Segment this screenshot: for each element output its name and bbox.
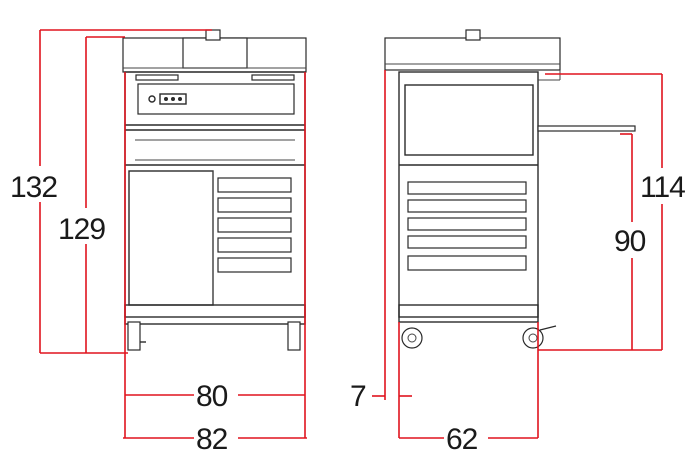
dimension-lines (39, 29, 663, 439)
front-drawer (217, 217, 292, 233)
label-mask (348, 378, 370, 412)
front-control-panel (137, 83, 295, 115)
side-brake-pedal (539, 325, 557, 331)
front-right-handle (251, 74, 295, 81)
label-mask (194, 421, 238, 455)
dim-label-62: 62 (446, 423, 478, 456)
side-drawer (407, 255, 527, 271)
side-top-knob (465, 29, 481, 41)
front-wheel-right (287, 321, 301, 351)
front-wheel-left (127, 321, 141, 351)
side-drawer (407, 199, 527, 213)
front-drawer (217, 237, 292, 253)
front-drawer-stack (217, 177, 292, 273)
side-view (384, 29, 636, 349)
side-body (398, 71, 539, 323)
side-base (398, 304, 539, 318)
side-panel (404, 84, 534, 156)
dim-label-80: 80 (196, 380, 228, 413)
side-drawer (407, 181, 527, 195)
control-switches (159, 93, 187, 105)
switch-icon (164, 97, 168, 101)
side-top-plate (384, 37, 561, 71)
dim-label-129: 129 (58, 213, 105, 246)
control-indicator-icon (148, 95, 156, 103)
dimension-labels: 132 129 80 82 7 62 114 90 (8, 166, 696, 456)
switch-icon (178, 97, 182, 101)
label-mask (194, 378, 238, 412)
front-drawer (217, 197, 292, 213)
side-drawer-stack (407, 181, 527, 271)
side-tray (537, 125, 636, 132)
label-mask (444, 421, 488, 455)
front-drawer (217, 257, 292, 273)
side-drawer (407, 217, 527, 231)
label-mask (612, 222, 654, 258)
label-mask (8, 166, 72, 202)
front-base (124, 304, 306, 318)
front-cabinet-door (128, 170, 214, 306)
side-wheel-hub (528, 333, 538, 343)
front-top-knob (205, 29, 221, 41)
dim-label-7: 7 (350, 380, 366, 413)
front-view (122, 29, 307, 351)
front-drawer (217, 177, 292, 193)
label-mask (638, 168, 696, 204)
side-drawer (407, 235, 527, 249)
label-mask (56, 208, 114, 244)
side-wheel-left-icon (401, 327, 423, 349)
front-left-handle (135, 74, 179, 81)
front-top-center-panel (182, 37, 248, 69)
dim-label-114: 114 (640, 171, 685, 204)
dim-label-132: 132 (10, 171, 57, 204)
switch-icon (171, 97, 175, 101)
side-wheel-hub (407, 333, 417, 343)
dim-label-82: 82 (196, 423, 228, 456)
dim-label-90: 90 (614, 225, 646, 258)
side-wheel-right-icon (522, 327, 544, 349)
